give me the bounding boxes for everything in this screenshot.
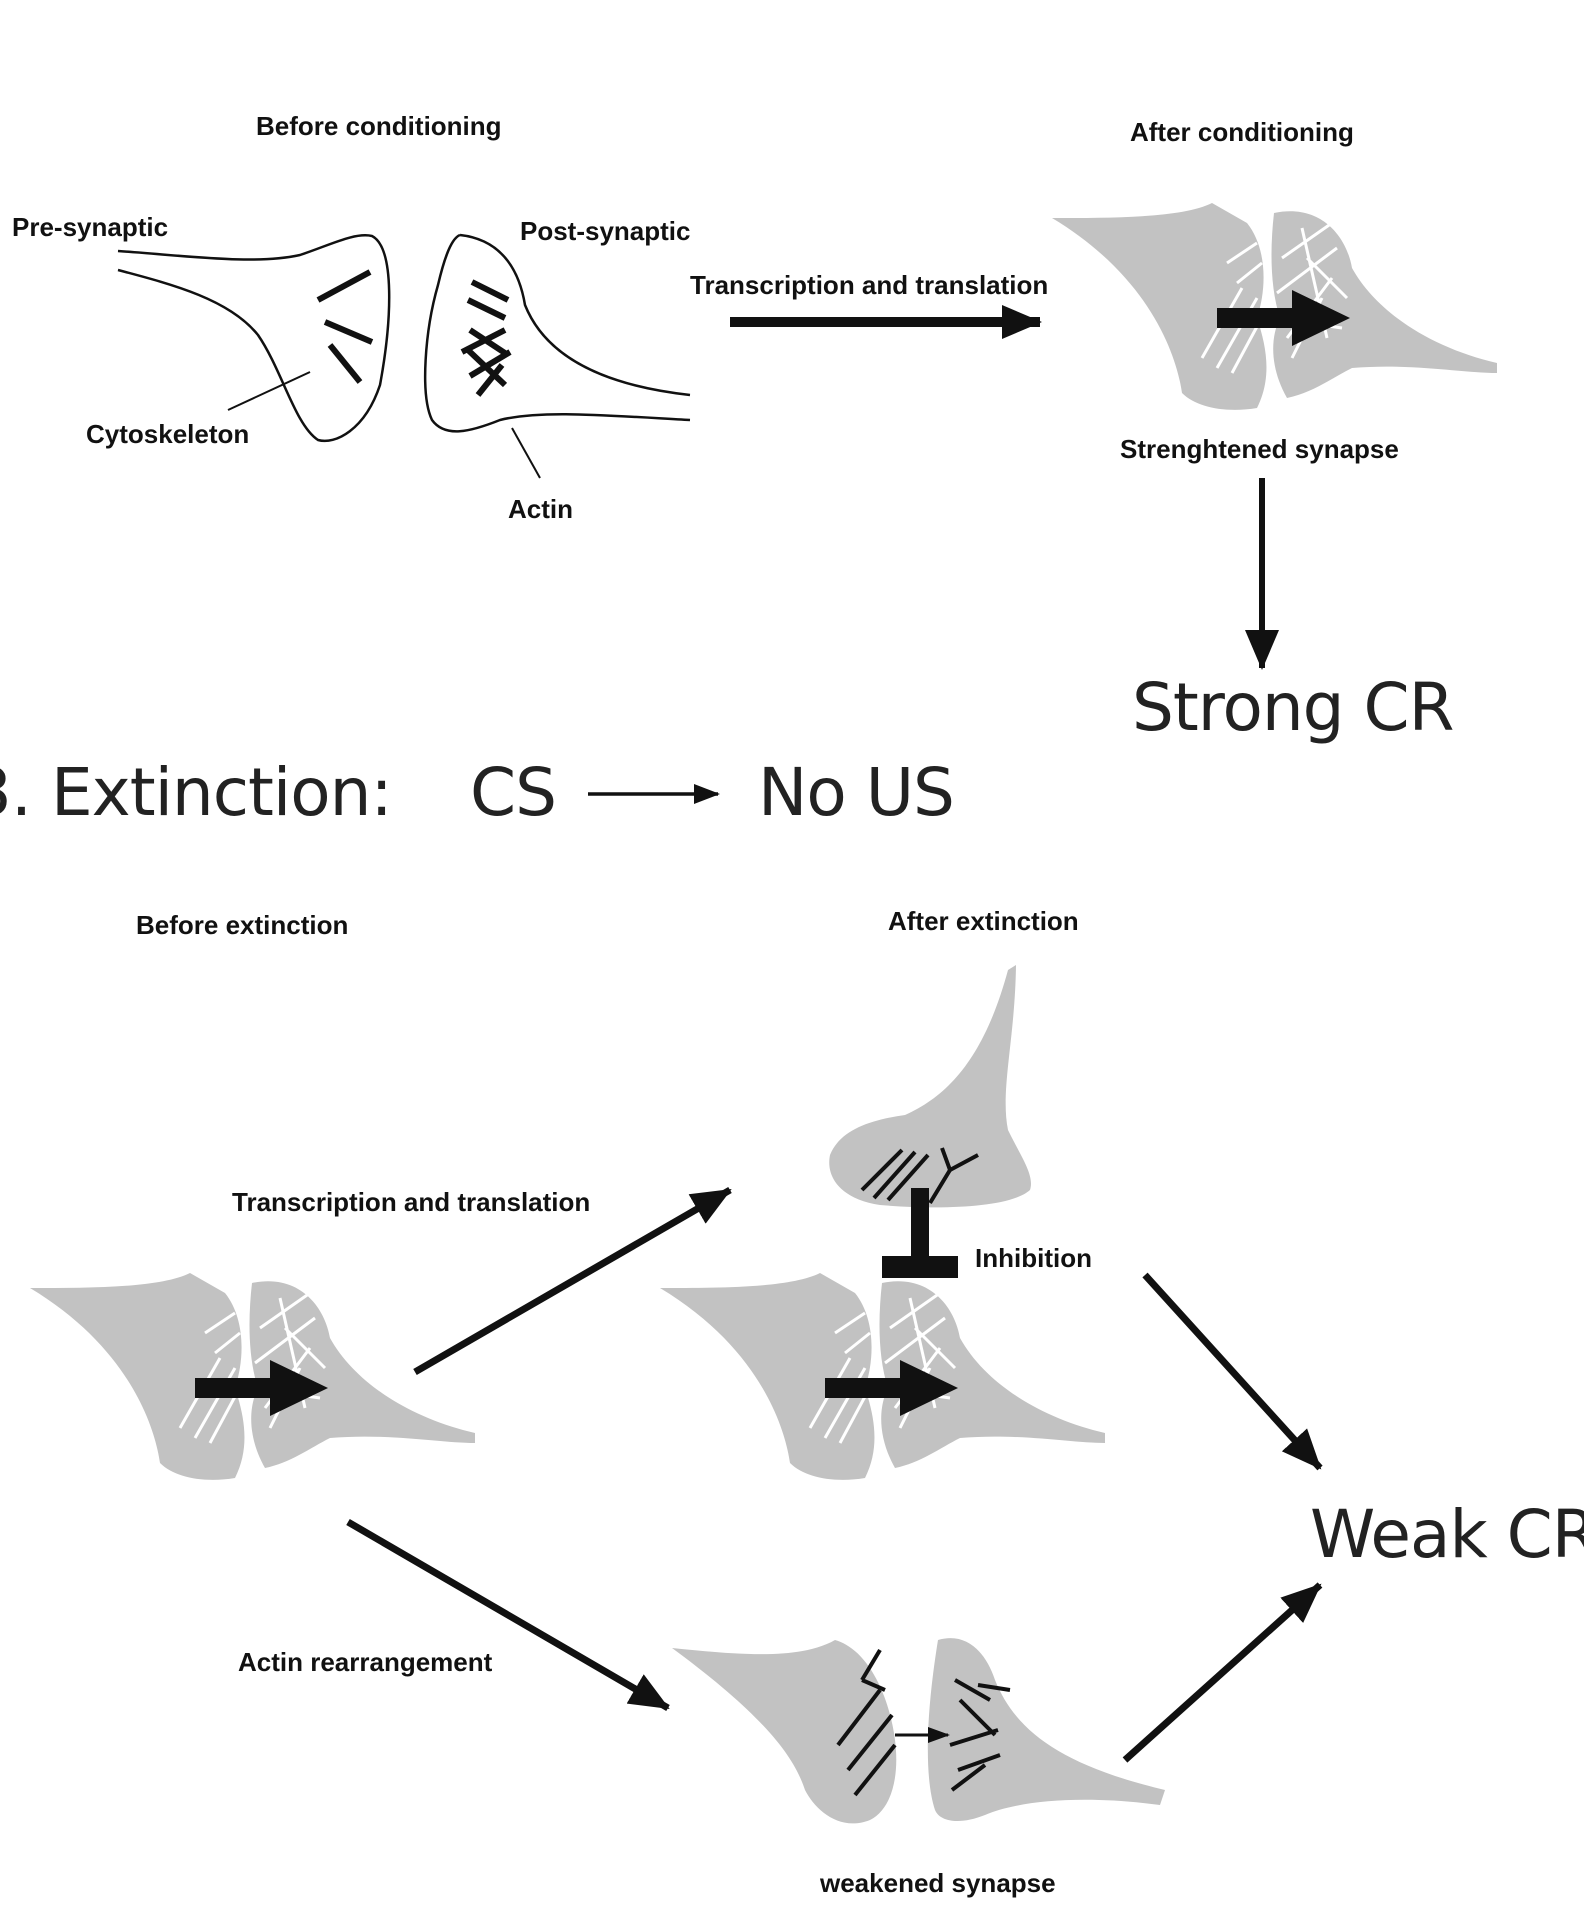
rearrangement-arrow — [346, 1518, 670, 1712]
actin-label: Actin — [508, 494, 573, 524]
before-conditioning-title: Before conditioning — [256, 111, 502, 141]
arrow-weakened-to-weak-cr — [1122, 1582, 1323, 1763]
transcription-arrow-b — [413, 1186, 732, 1376]
post-synaptic-terminal — [423, 233, 691, 433]
pre-synaptic-label: Pre-synaptic — [12, 212, 169, 242]
cytoskeleton-label: Cytoskeleton — [86, 419, 250, 449]
inhibition-symbol — [882, 1188, 958, 1278]
pre-cytoskeleton-lines — [316, 269, 374, 384]
cs-label: CS — [470, 754, 557, 831]
pre-synaptic-terminal — [117, 234, 391, 443]
strengthened-synapse-label: Strenghtened synapse — [1120, 434, 1399, 464]
after-conditioning-title: After conditioning — [1130, 117, 1354, 147]
actin-rearrangement-label: Actin rearrangement — [238, 1647, 493, 1677]
strong-cr-outcome: Strong CR — [1132, 669, 1454, 746]
actin-pointer — [511, 427, 541, 479]
extinction-heading: 3. Extinction: — [0, 754, 393, 831]
weakened-synapse-label: weakened synapse — [820, 1868, 1056, 1898]
weakened-synapse — [672, 1638, 1165, 1824]
before-extinction-title: Before extinction — [136, 910, 349, 940]
inhibitory-terminal — [829, 965, 1031, 1208]
synapse-before-extinction — [30, 1273, 475, 1480]
after-extinction-title: After extinction — [888, 906, 1079, 936]
cytoskeleton-pointer — [227, 371, 311, 411]
post-actin-lines — [460, 279, 512, 397]
transcription-label-b: Transcription and translation — [232, 1187, 591, 1217]
transcription-label-a: Transcription and translation — [690, 270, 1049, 300]
no-us-label: No US — [758, 754, 955, 831]
arrow-inhibition-to-weak-cr — [1142, 1272, 1323, 1471]
synapse-after-extinction — [660, 1273, 1105, 1480]
inhibition-label: Inhibition — [975, 1243, 1092, 1273]
post-synaptic-label: Post-synaptic — [520, 216, 691, 246]
weak-cr-outcome: Weak CR — [1310, 1496, 1584, 1573]
strengthened-synapse — [1052, 203, 1497, 410]
